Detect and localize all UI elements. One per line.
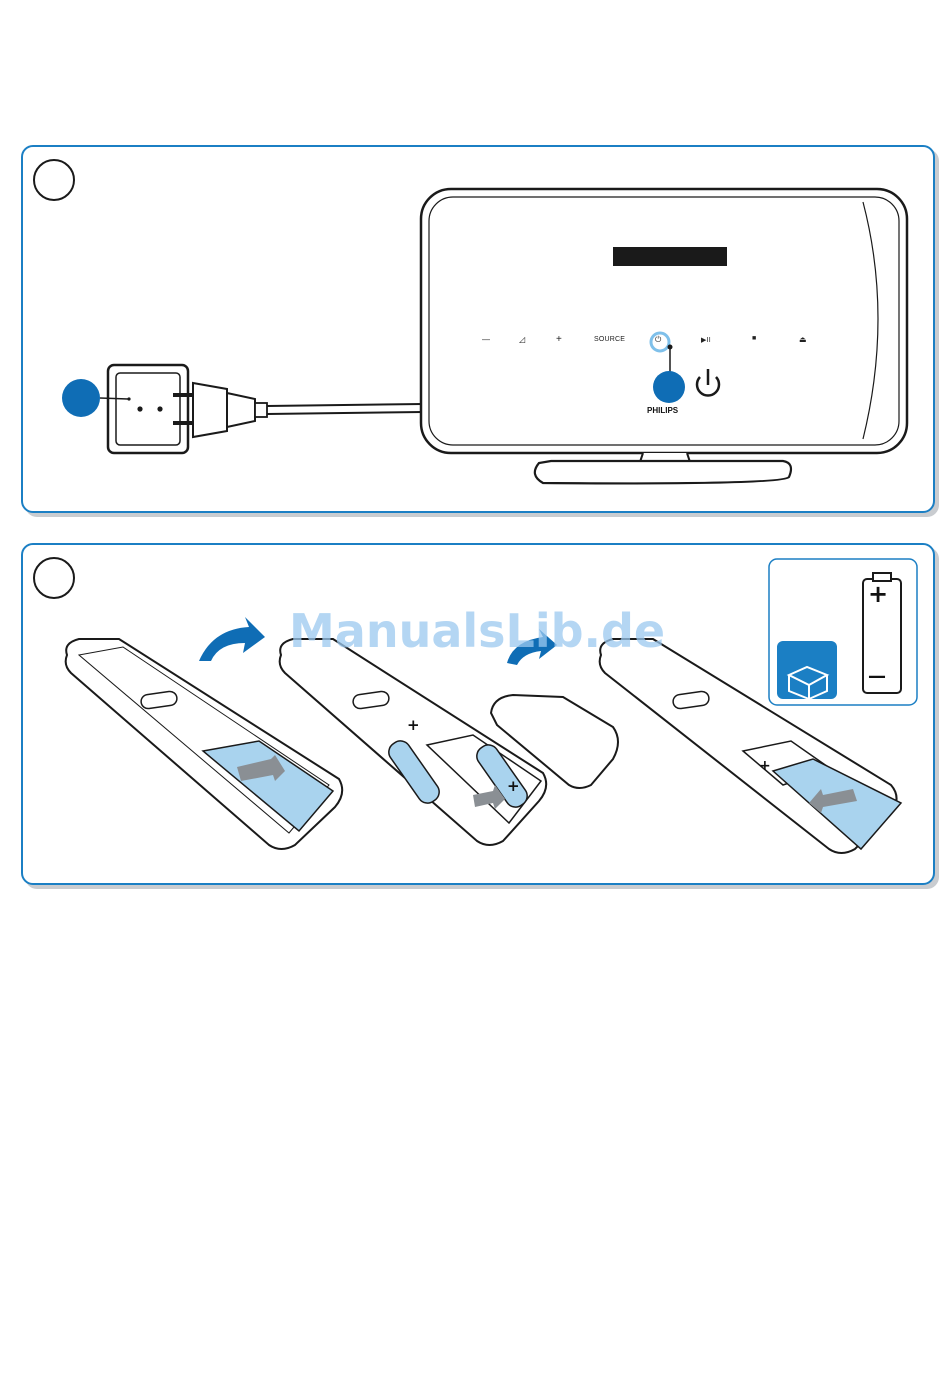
callout-dot-power xyxy=(653,371,685,403)
battery-plus-mark-3: + xyxy=(759,758,771,774)
display-screen xyxy=(613,247,727,266)
brand-logo: PHILIPS xyxy=(647,406,678,415)
speaker-device xyxy=(421,189,907,483)
watermark: ManualsLib.de xyxy=(289,604,665,658)
callout-dot-socket xyxy=(62,379,100,417)
wall-socket xyxy=(108,365,188,453)
source-button[interactable]: SOURCE xyxy=(594,336,625,343)
power-connection-illustration xyxy=(23,147,933,511)
battery-plus-mark-2: + xyxy=(507,777,520,795)
battery-minus-sign: — xyxy=(868,666,886,687)
stop-button[interactable]: ■ xyxy=(752,335,756,342)
volume-up-button[interactable]: + xyxy=(556,334,562,345)
eject-button[interactable]: ⏏ xyxy=(799,335,807,344)
curved-arrow-icon xyxy=(199,617,265,661)
step-panel-1: — ◿ + SOURCE ⏻ ▶II ■ ⏏ PHILIPS xyxy=(21,145,935,513)
play-pause-button[interactable]: ▶II xyxy=(701,336,711,344)
battery-install-illustration xyxy=(23,545,933,883)
standby-button[interactable]: ⏻ xyxy=(655,335,662,345)
volume-icon: ◿ xyxy=(519,335,525,344)
battery-plus-sign: + xyxy=(868,580,888,608)
battery-plus-mark-1: + xyxy=(407,716,420,734)
step-panel-2: + — + + + xyxy=(21,543,935,885)
volume-down-button[interactable]: — xyxy=(482,335,490,344)
